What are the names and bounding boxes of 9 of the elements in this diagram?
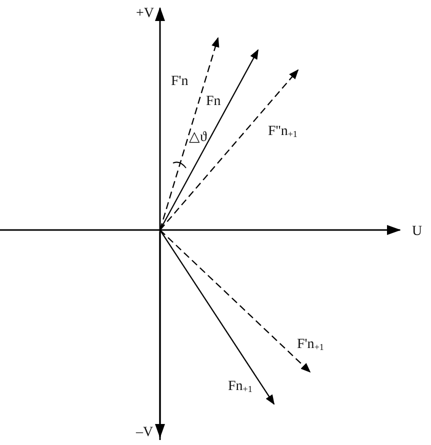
vector-label: Fn$_{+1}$: [228, 379, 252, 396]
vector-label: F'n$_{+1}$: [297, 337, 324, 354]
vector-label: U: [412, 224, 422, 240]
vector-label: △ϑ: [189, 130, 207, 146]
vector-label: –V: [136, 425, 154, 441]
vector-label: F''n$_{+1}$: [268, 124, 298, 141]
vector-label: +V: [136, 6, 154, 22]
vector-label: Fn: [206, 94, 221, 110]
vector-label: F'n: [171, 74, 188, 90]
